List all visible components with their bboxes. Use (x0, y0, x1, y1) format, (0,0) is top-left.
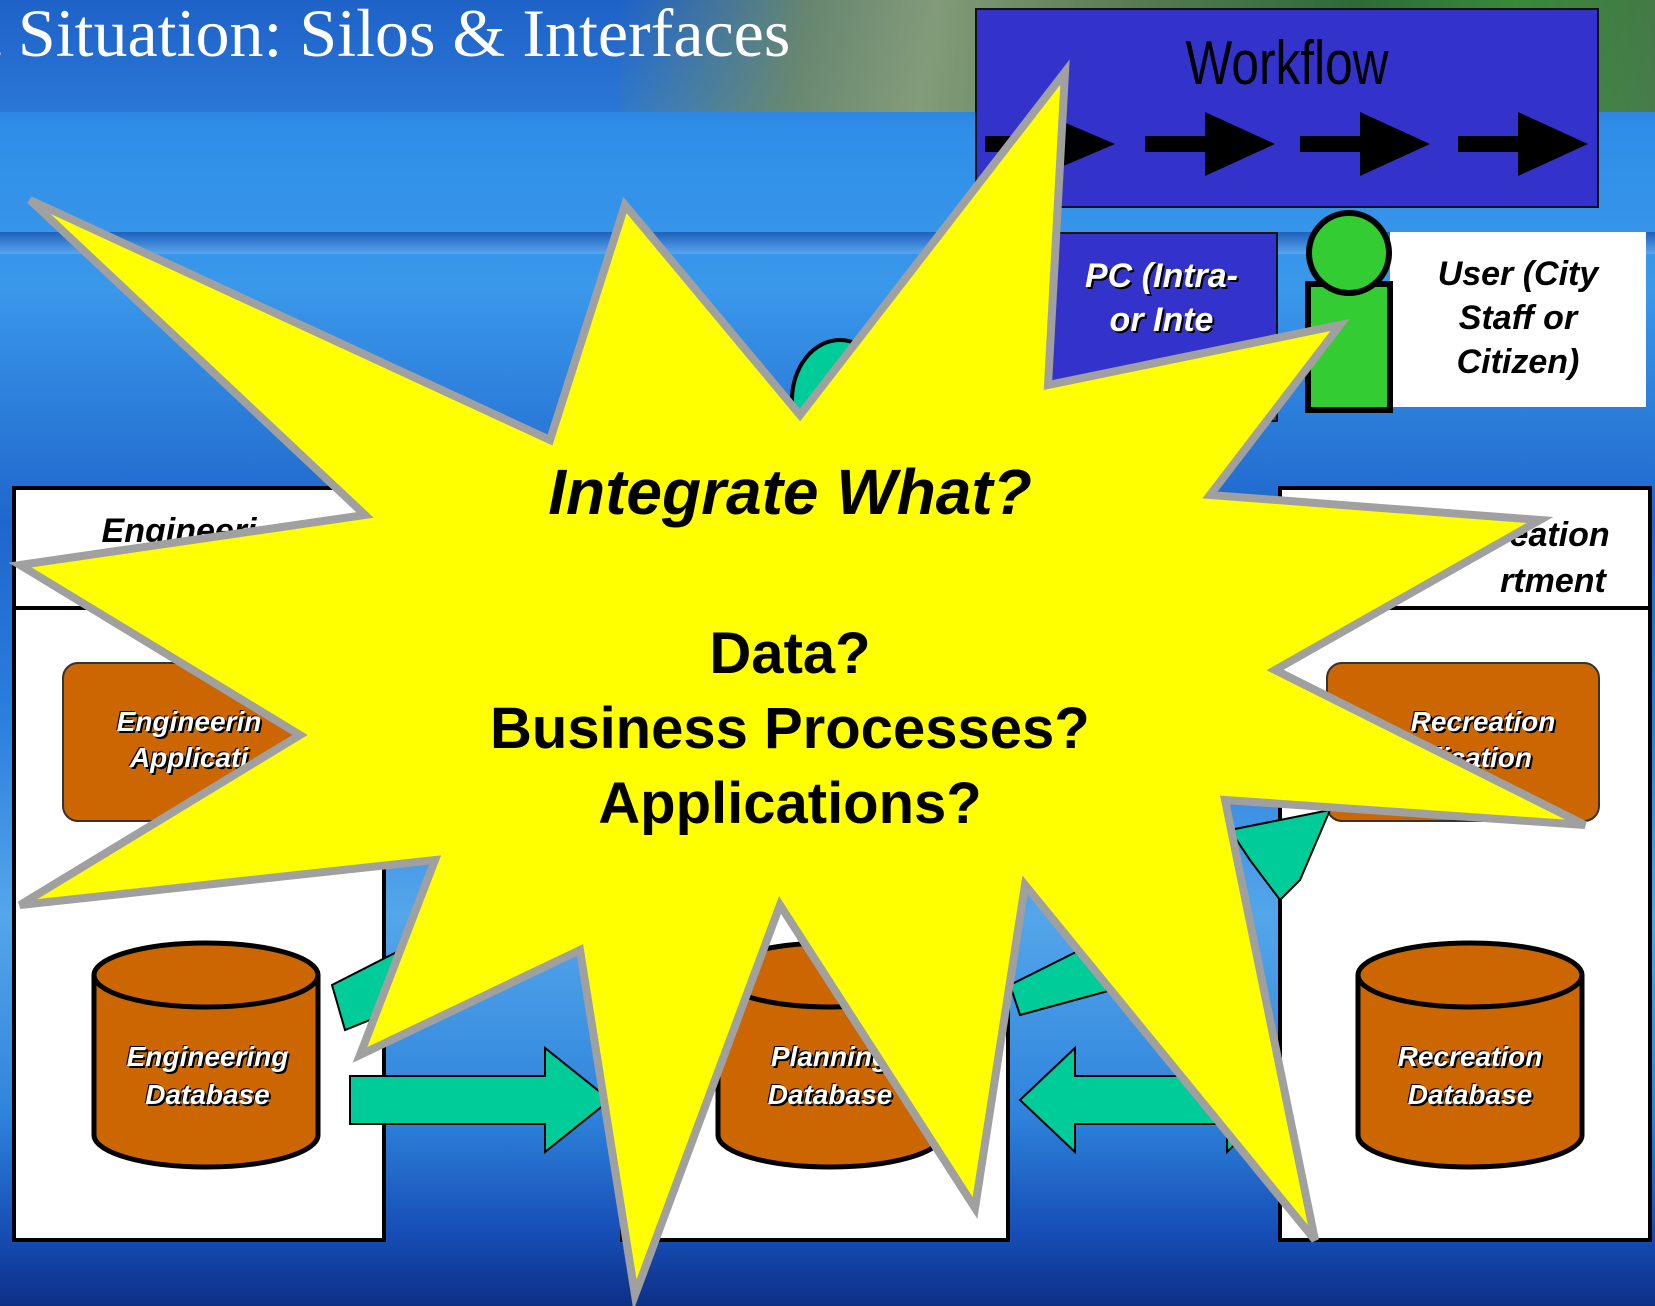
vertical-connector-right (1228, 808, 1332, 902)
planning-db-label: Planning Database (767, 1041, 893, 1110)
pc-label: PC (Intra- or Inte (1085, 257, 1238, 339)
workflow-arrow-2 (1145, 112, 1275, 176)
burst-line-data: Data? (709, 621, 871, 686)
burst-heading: Integrate What? (548, 456, 1032, 528)
engineering-to-planning-arrow (349, 1045, 612, 1155)
workflow-arrow-3 (1300, 112, 1430, 176)
burst-line-business-processes: Business Processes? (490, 696, 1090, 761)
burst-line-applications: Applications? (598, 771, 982, 836)
engineering-db-label: Engineering Database (126, 1041, 289, 1110)
engineering-database (91, 940, 321, 1170)
starburst-shape (8, 59, 1587, 1306)
workflow-label: Workflow (1185, 29, 1389, 98)
user-label: User (City Staff or Citizen) (1437, 255, 1599, 381)
workflow-arrow-4 (1458, 112, 1588, 176)
workflow-box: Workflow (975, 8, 1599, 208)
user-box: User (City Staff or Citizen) (1390, 232, 1646, 407)
recreation-database (1355, 940, 1585, 1170)
recreation-db-label: Recreation Database (1397, 1041, 1543, 1110)
slide-title: t Situation: Silos & Interfaces (0, 0, 791, 71)
engineering-app-label: Engineerin Applicati (116, 706, 262, 773)
